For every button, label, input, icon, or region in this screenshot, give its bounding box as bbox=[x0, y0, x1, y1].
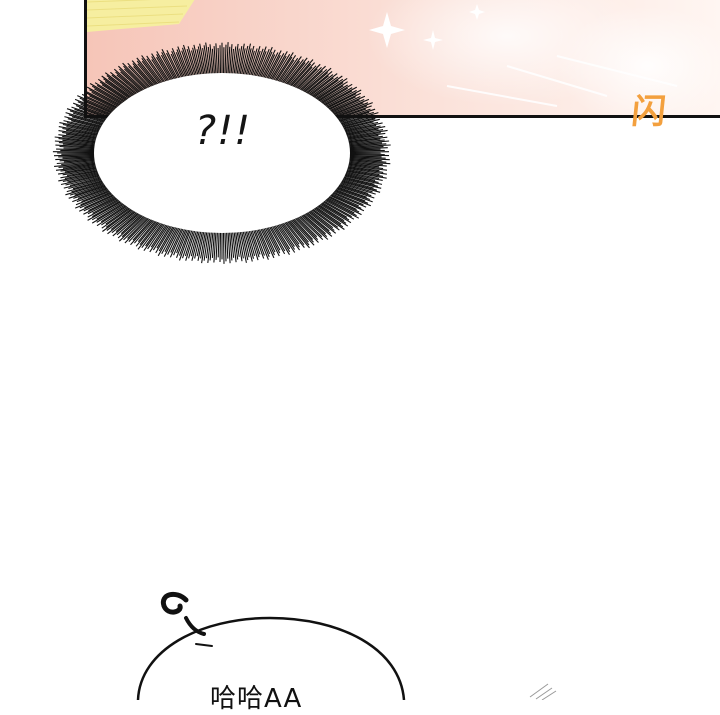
bottom-bubble-text: 哈哈AA bbox=[210, 678, 302, 715]
motion-lines bbox=[530, 684, 556, 700]
burst-bubble-text: ?!! bbox=[178, 108, 268, 154]
comic-page: 闪 ?!! 哈哈AA bbox=[0, 0, 720, 700]
burst-bubble bbox=[0, 0, 720, 300]
hair-tuft-icon bbox=[163, 594, 212, 646]
